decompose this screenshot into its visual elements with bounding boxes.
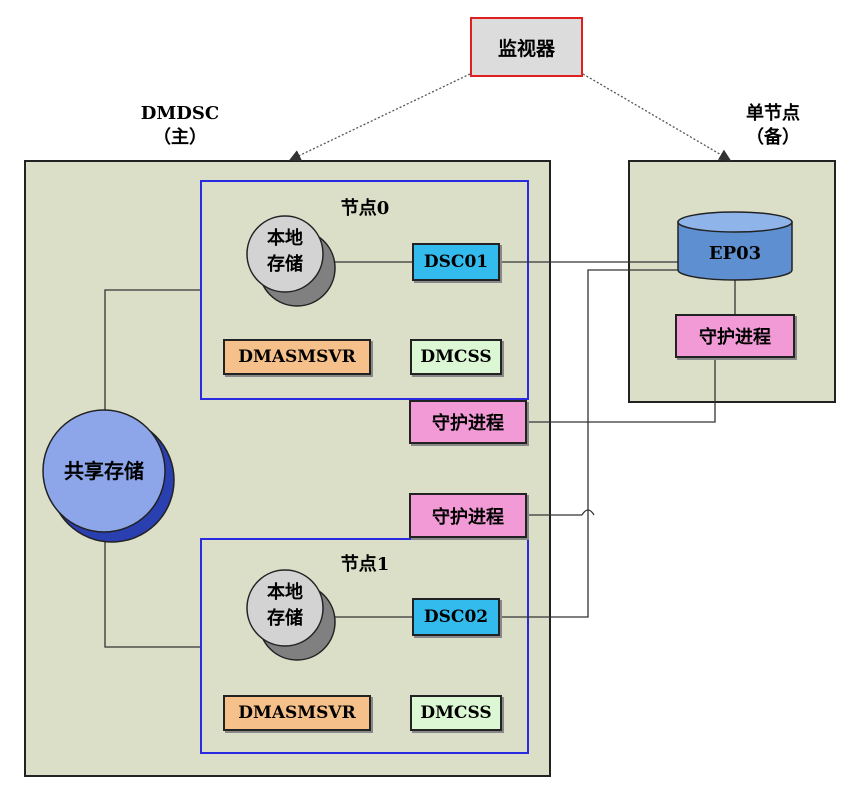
node0-dmcss-box: DMCSS <box>410 339 502 375</box>
standby-title-text: 单节点 <box>746 103 800 124</box>
shared-storage-disk-icon <box>42 409 175 543</box>
dsc01-label: DSC01 <box>423 252 489 272</box>
node0-frame <box>200 180 529 400</box>
standby-title: 单节点 （备） <box>718 102 828 150</box>
local-storage1-line1: 本地 <box>267 582 303 603</box>
node0-dmcss-label: DMCSS <box>420 347 492 367</box>
monitor-to-standby-arrow <box>582 73 732 161</box>
node1-guard-box: 守护进程 <box>409 493 527 538</box>
primary-title: DMDSC （主） <box>120 102 240 150</box>
shared-storage-to-node1-wire <box>104 528 200 648</box>
dsc02-label: DSC02 <box>423 607 489 627</box>
monitor-to-primary-arrow <box>288 73 471 161</box>
primary-title-text: DMDSC <box>140 103 220 124</box>
ep03-guard-box: 守护进程 <box>675 314 795 358</box>
ep03-guard-label: 守护进程 <box>699 327 771 348</box>
local-storage1-label: 本地 存储 <box>255 580 315 632</box>
node0-guard-box: 守护进程 <box>409 400 527 444</box>
standby-subtitle-text: （备） <box>746 127 800 148</box>
monitor-label: 监视器 <box>497 37 555 60</box>
node1-title: 节点1 <box>340 554 390 575</box>
local-storage1-disk-icon <box>246 569 336 661</box>
primary-subtitle-text: （主） <box>153 127 207 148</box>
shared-storage-to-node0-wire <box>104 289 200 420</box>
local-storage0-line1: 本地 <box>267 228 303 249</box>
monitor-box: 监视器 <box>470 17 583 77</box>
node0-title: 节点0 <box>340 198 390 219</box>
local-storage0-line2: 存储 <box>267 254 303 275</box>
ep03-database-icon <box>677 211 793 281</box>
node0-dmasmsvr-box: DMASMSVR <box>223 339 371 375</box>
node1-frame <box>200 538 529 754</box>
local-storage0-disk-icon <box>246 215 336 307</box>
dsc01-box: DSC01 <box>412 243 500 281</box>
node1-dmasmsvr-label: DMASMSVR <box>238 703 356 723</box>
node1-dmasmsvr-box: DMASMSVR <box>223 695 371 731</box>
node0-dmasmsvr-label: DMASMSVR <box>238 347 356 367</box>
node0-guard-label: 守护进程 <box>432 413 504 434</box>
ep03-label: EP03 <box>708 243 762 264</box>
wire-crossover-hop <box>581 509 595 516</box>
local-storage1-line2: 存储 <box>267 608 303 629</box>
node1-dmcss-box: DMCSS <box>410 695 502 731</box>
guard0-to-ep03-guard-wire <box>527 358 716 423</box>
dsc02-box: DSC02 <box>412 598 500 636</box>
node1-dmcss-label: DMCSS <box>420 703 492 723</box>
local-storage0-label: 本地 存储 <box>255 226 315 278</box>
shared-storage-label: 共享存储 <box>64 459 144 483</box>
standby-panel <box>628 160 836 403</box>
node1-guard-label: 守护进程 <box>432 506 504 528</box>
dsc02-to-ep03-wire <box>500 269 690 618</box>
